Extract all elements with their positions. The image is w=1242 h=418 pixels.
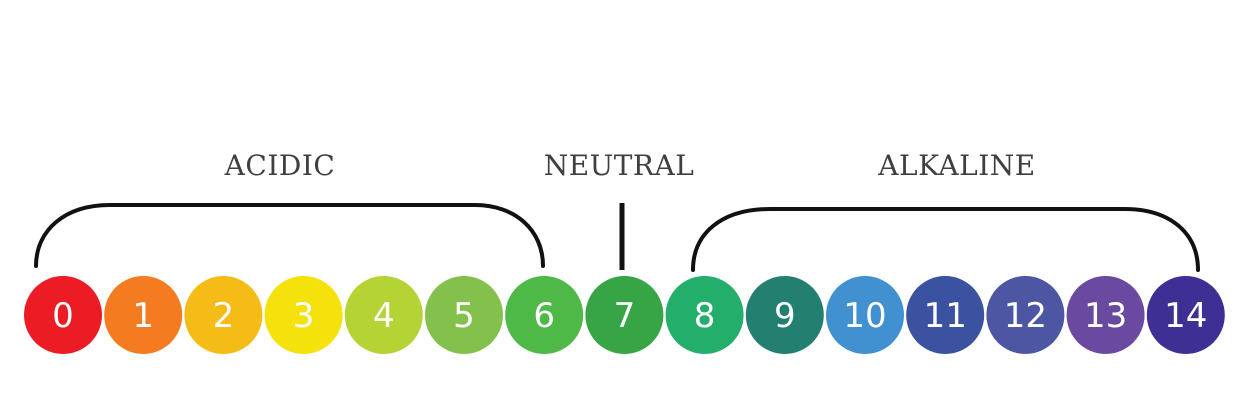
neutral-label: NEUTRAL xyxy=(544,149,695,182)
ph-level-5: 5 xyxy=(425,276,503,354)
ph-number-13: 13 xyxy=(1084,296,1127,336)
ph-circle-0 xyxy=(24,276,102,354)
ph-level-1: 1 xyxy=(104,276,183,354)
ph-circle-10 xyxy=(826,276,904,354)
alkaline-label: ALKALINE xyxy=(877,149,1035,182)
ph-level-8: 8 xyxy=(665,276,744,354)
ph-level-6: 6 xyxy=(505,276,584,354)
ph-number-12: 12 xyxy=(1004,296,1047,336)
ph-circle-11 xyxy=(906,276,985,354)
ph-number-5: 5 xyxy=(453,296,475,336)
ph-number-3: 3 xyxy=(293,296,315,336)
ph-number-1: 1 xyxy=(132,296,154,336)
ph-number-0: 0 xyxy=(52,296,74,336)
ph-number-6: 6 xyxy=(533,296,555,336)
ph-circle-3 xyxy=(264,276,343,354)
ph-number-9: 9 xyxy=(774,296,796,336)
ph-level-7: 7 xyxy=(585,276,664,354)
ph-circle-1 xyxy=(104,276,183,354)
ph-number-8: 8 xyxy=(694,296,716,336)
alkaline-bracket xyxy=(691,207,1200,272)
ph-level-0: 0 xyxy=(24,276,102,354)
ph-circle-4 xyxy=(344,276,423,354)
ph-level-2: 2 xyxy=(184,276,263,354)
ph-circle-6 xyxy=(505,276,584,354)
acidic-bracket xyxy=(34,203,545,268)
ph-circle-2 xyxy=(184,276,263,354)
ph-number-7: 7 xyxy=(614,296,636,336)
ph-level-11: 11 xyxy=(906,276,985,354)
ph-number-14: 14 xyxy=(1164,296,1207,336)
ph-number-2: 2 xyxy=(213,296,235,336)
ph-circle-5 xyxy=(425,276,503,354)
ph-circle-12 xyxy=(986,276,1065,354)
ph-number-4: 4 xyxy=(373,296,395,336)
ph-circle-8 xyxy=(665,276,744,354)
ph-circle-13 xyxy=(1066,276,1145,354)
ph-level-10: 10 xyxy=(826,276,904,354)
ph-level-3: 3 xyxy=(264,276,343,354)
ph-circle-14 xyxy=(1146,276,1225,354)
ph-level-12: 12 xyxy=(986,276,1065,354)
ph-circle-7 xyxy=(585,276,664,354)
ph-number-11: 11 xyxy=(924,296,967,336)
ph-level-9: 9 xyxy=(745,276,824,354)
acidic-label: ACIDIC xyxy=(224,149,336,182)
ph-level-13: 13 xyxy=(1066,276,1145,354)
ph-level-14: 14 xyxy=(1146,276,1225,354)
ph-number-10: 10 xyxy=(843,296,886,336)
ph-level-4: 4 xyxy=(344,276,423,354)
ph-circle-9 xyxy=(745,276,824,354)
